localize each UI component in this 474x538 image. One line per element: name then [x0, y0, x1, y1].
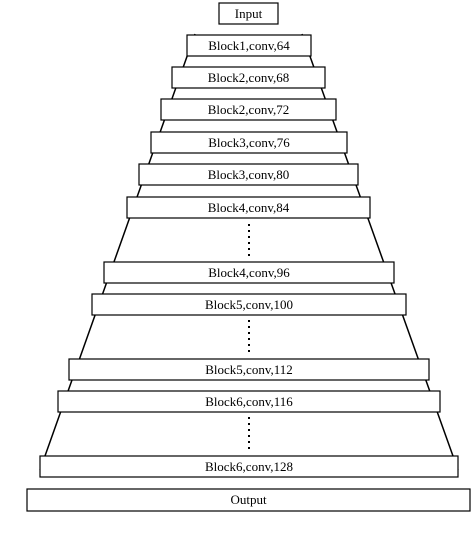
output-node: Output — [26, 488, 471, 512]
block-9: Block5,conv,112 — [68, 358, 430, 381]
block-9-label: Block5,conv,112 — [205, 362, 293, 377]
block-11-label: Block6,conv,128 — [205, 459, 293, 474]
block-6-label: Block4,conv,84 — [208, 200, 290, 215]
block-3: Block2,conv,72 — [160, 98, 337, 121]
block-2: Block2,conv,68 — [171, 66, 326, 89]
input-node: Input — [218, 2, 279, 25]
block-5-label: Block3,conv,80 — [208, 167, 289, 182]
block-2-label: Block2,conv,68 — [208, 70, 289, 85]
input-label: Input — [235, 6, 263, 21]
output-label: Output — [230, 492, 267, 507]
block-1-label: Block1,conv,64 — [208, 38, 290, 53]
block-7: Block4,conv,96 — [103, 261, 395, 284]
block-8: Block5,conv,100 — [91, 293, 407, 316]
block-5: Block3,conv,80 — [138, 163, 359, 186]
block-6: Block4,conv,84 — [126, 196, 371, 219]
block-10-label: Block6,conv,116 — [205, 394, 293, 409]
block-7-label: Block4,conv,96 — [208, 265, 290, 280]
block-4-label: Block3,conv,76 — [208, 135, 290, 150]
block-3-label: Block2,conv,72 — [208, 102, 289, 117]
block-4: Block3,conv,76 — [150, 131, 348, 154]
block-8-label: Block5,conv,100 — [205, 297, 293, 312]
block-11: Block6,conv,128 — [39, 455, 459, 478]
block-1: Block1,conv,64 — [186, 34, 312, 57]
block-10: Block6,conv,116 — [57, 390, 441, 413]
